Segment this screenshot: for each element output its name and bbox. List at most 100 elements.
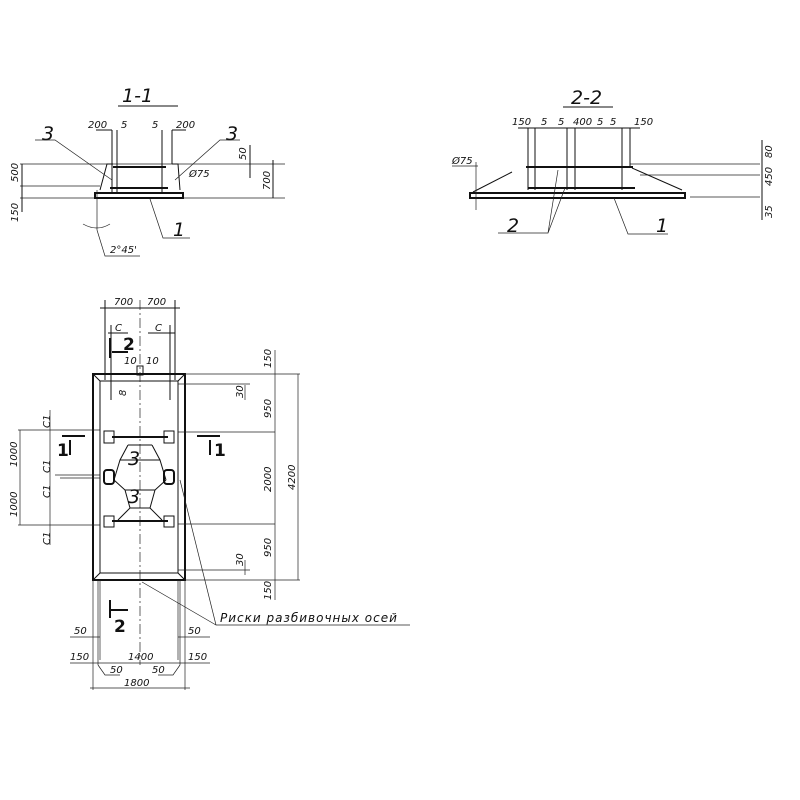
dim-extension-lines <box>96 129 186 192</box>
pad <box>163 430 175 444</box>
section-mark-2-top: 2 <box>123 335 135 355</box>
dim-label: 150 <box>70 652 89 663</box>
section-mark-1-left: 1 <box>57 441 69 461</box>
sloped-sides <box>472 167 683 193</box>
chamfer-lines <box>92 373 186 581</box>
dim-label: C1 <box>42 415 53 428</box>
dim-label: 1000 <box>9 442 20 467</box>
section-mark-2-bottom: 2 <box>114 617 126 637</box>
section-mark-1-right: 1 <box>214 441 226 461</box>
dim-label: 700 <box>262 171 273 190</box>
pad <box>103 430 115 444</box>
dim-label: 150 <box>512 117 531 128</box>
dim-lines-bottom <box>70 580 210 690</box>
dim-label: C1 <box>42 532 53 545</box>
dim-extension-lines <box>518 127 640 190</box>
dim-label: 150 <box>263 581 274 600</box>
dim-label: 700 <box>114 297 133 308</box>
dim-label: 50 <box>188 626 201 637</box>
pad <box>163 515 175 528</box>
dim-label: C1 <box>42 460 53 473</box>
pad <box>103 469 115 485</box>
dim-label: 950 <box>263 538 274 557</box>
callout-3-right: 3 <box>226 123 238 145</box>
section-1-1-title: 1-1 <box>122 85 153 107</box>
dim-label: 500 <box>10 163 21 182</box>
dim-lines-right <box>178 350 300 600</box>
dim-label: 1400 <box>128 652 153 663</box>
section-1-marker-left <box>62 435 85 455</box>
cross-beams <box>112 436 168 522</box>
diameter-label: Ø75 <box>188 168 210 180</box>
outer-frame <box>92 373 186 581</box>
leader-line <box>613 197 668 235</box>
dim-label: 10 <box>124 356 137 367</box>
inner-frame <box>99 380 179 574</box>
dim-label: 35 <box>764 205 775 218</box>
section-2-2: 2-2 150 5 5 400 5 5 150 Ø75 2 1 80 450 3… <box>451 87 775 237</box>
notch <box>136 365 144 376</box>
callout-3-left: 3 <box>42 123 54 145</box>
angle-label: 2°45' <box>110 245 137 256</box>
callout-1: 1 <box>173 219 185 241</box>
dim-label: 150 <box>263 349 274 368</box>
base-slab <box>94 192 184 199</box>
dim-label: 450 <box>764 167 775 186</box>
dim-label: 4200 <box>287 465 298 490</box>
dim-label: 50 <box>152 665 165 676</box>
section-2-2-title: 2-2 <box>571 87 602 109</box>
diameter-label: Ø75 <box>451 155 473 167</box>
dim-label: 80 <box>764 145 775 158</box>
dim-label: 5 <box>121 120 127 131</box>
callout-1: 1 <box>656 215 668 237</box>
leader-line <box>452 162 478 210</box>
dim-label: C <box>155 323 162 334</box>
dim-label: 50 <box>238 147 249 160</box>
dim-label: 1000 <box>9 492 20 517</box>
dim-label: 5 <box>610 117 616 128</box>
leader-line <box>149 198 190 239</box>
section-2-marker-bottom <box>109 600 128 618</box>
dim-label: 150 <box>634 117 653 128</box>
leader-line <box>498 169 566 234</box>
dim-label: 150 <box>10 203 21 222</box>
dim-label: 200 <box>88 120 107 131</box>
callout-2: 2 <box>507 215 519 237</box>
dim-label: 5 <box>597 117 603 128</box>
dim-c <box>108 325 175 400</box>
dim-label: 1800 <box>124 678 149 689</box>
dim-label: 5 <box>541 117 547 128</box>
dim-lines-left <box>18 410 100 545</box>
diagonal-bracing <box>113 444 167 521</box>
dim-label: 700 <box>147 297 166 308</box>
section-1-1: 1-1 200 5 5 200 3 3 500 150 50 700 Ø75 1… <box>10 85 285 257</box>
dim-label: C1 <box>42 485 53 498</box>
dim-label: 30 <box>235 553 246 566</box>
dim-label: 150 <box>188 652 207 663</box>
level-lines <box>630 163 760 198</box>
dim-label: 10 <box>146 356 159 367</box>
note-leader <box>141 479 410 626</box>
leader-line <box>35 139 113 181</box>
dim-label: 2000 <box>263 467 274 492</box>
dim-label: 50 <box>110 665 123 676</box>
dim-label: 200 <box>176 120 195 131</box>
plan-view: 700 700 C C 2 10 10 8 3 3 C1 C1 C1 C1 10… <box>9 297 410 690</box>
dim-label: 50 <box>74 626 87 637</box>
dim-label: C <box>115 323 122 334</box>
dim-lines-right <box>249 145 274 198</box>
dim-label: 5 <box>558 117 564 128</box>
pad <box>103 515 115 528</box>
leader-line <box>174 139 240 181</box>
dim-label: 8 <box>118 390 129 396</box>
dim-top <box>100 300 180 380</box>
inner-beams <box>103 430 175 528</box>
side-walls <box>99 163 181 191</box>
angle-leader <box>82 190 140 257</box>
pad <box>163 469 175 485</box>
section-2-marker-top <box>109 338 128 358</box>
dim-label: 5 <box>152 120 158 131</box>
callout-3: 3 <box>128 448 140 470</box>
